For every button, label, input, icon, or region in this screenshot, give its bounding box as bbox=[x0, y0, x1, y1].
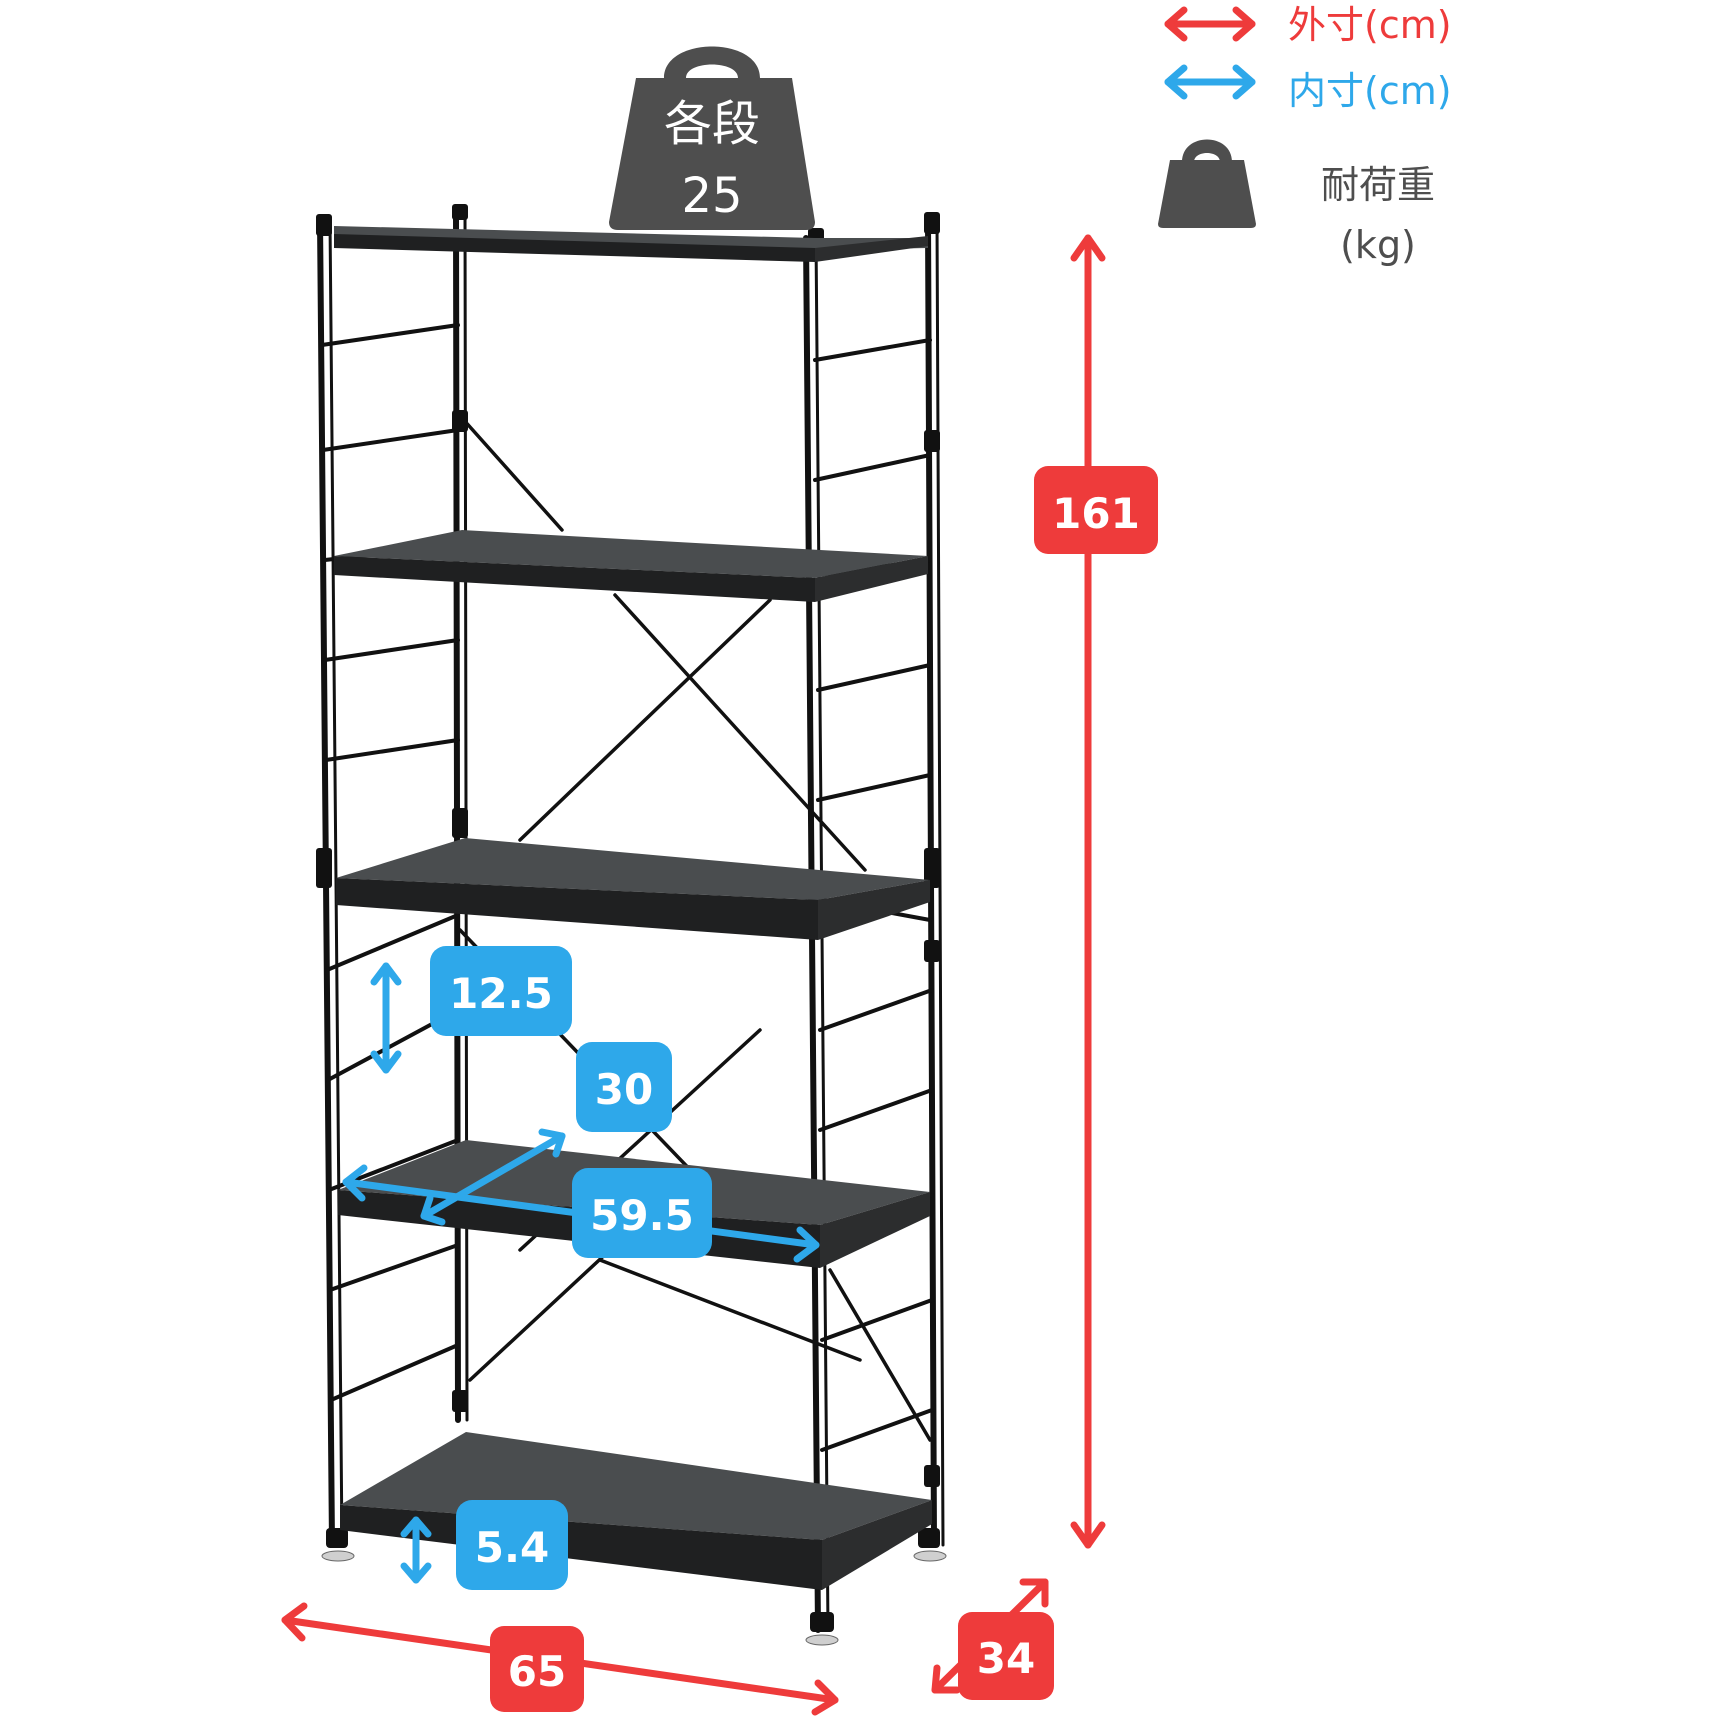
inner-depth-value: 30 bbox=[595, 1065, 653, 1114]
load-badge-line1: 各段 bbox=[664, 96, 760, 152]
width-value: 65 bbox=[508, 1647, 566, 1696]
bottom-clearance-label: 5.4 bbox=[456, 1500, 568, 1590]
shelf-rack bbox=[316, 204, 947, 1646]
depth-value: 34 bbox=[977, 1634, 1035, 1683]
legend-inner-label: 内寸(cm) bbox=[1288, 69, 1452, 113]
shelf-gap-arrow bbox=[370, 962, 402, 1074]
weight-icon bbox=[1158, 139, 1256, 228]
legend-load-label-line2: (kg) bbox=[1340, 223, 1416, 267]
legend: 外寸(cm) 内寸(cm) 耐荷重 (kg) bbox=[1158, 3, 1452, 267]
legend-outer-label: 外寸(cm) bbox=[1288, 3, 1452, 47]
shelf-3 bbox=[336, 838, 930, 940]
inner-depth-label: 30 bbox=[576, 1042, 672, 1132]
bottom-clearance-value: 5.4 bbox=[475, 1523, 549, 1572]
double-arrow-icon bbox=[1164, 6, 1256, 42]
legend-load-label-line1: 耐荷重 bbox=[1321, 163, 1435, 207]
legend-outer-item: 外寸(cm) bbox=[1164, 3, 1452, 47]
shelf-2 bbox=[334, 530, 928, 602]
legend-load-item: 耐荷重 (kg) bbox=[1158, 139, 1435, 267]
height-value: 161 bbox=[1052, 489, 1140, 538]
shelf-1 bbox=[334, 226, 928, 262]
inner-width-label: 59.5 bbox=[572, 1168, 712, 1258]
leveling-feet bbox=[321, 1550, 947, 1646]
height-label: 161 bbox=[1034, 466, 1158, 554]
depth-label: 34 bbox=[958, 1612, 1054, 1700]
shelf-gap-label: 12.5 bbox=[430, 946, 572, 1036]
load-badge-line2: 25 bbox=[681, 168, 742, 224]
shelf-boards bbox=[334, 226, 932, 1590]
weight-icon bbox=[609, 46, 815, 230]
shelf-gap-value: 12.5 bbox=[449, 969, 553, 1018]
height-arrow bbox=[1070, 234, 1106, 1549]
width-label: 65 bbox=[490, 1626, 584, 1712]
double-arrow-icon bbox=[1164, 64, 1256, 100]
inner-width-value: 59.5 bbox=[590, 1191, 694, 1240]
inner-depth-arrow bbox=[420, 1128, 566, 1226]
legend-inner-item: 内寸(cm) bbox=[1164, 64, 1452, 113]
load-badge: 各段 25 bbox=[609, 46, 815, 230]
bottom-clearance-arrow bbox=[400, 1516, 432, 1584]
